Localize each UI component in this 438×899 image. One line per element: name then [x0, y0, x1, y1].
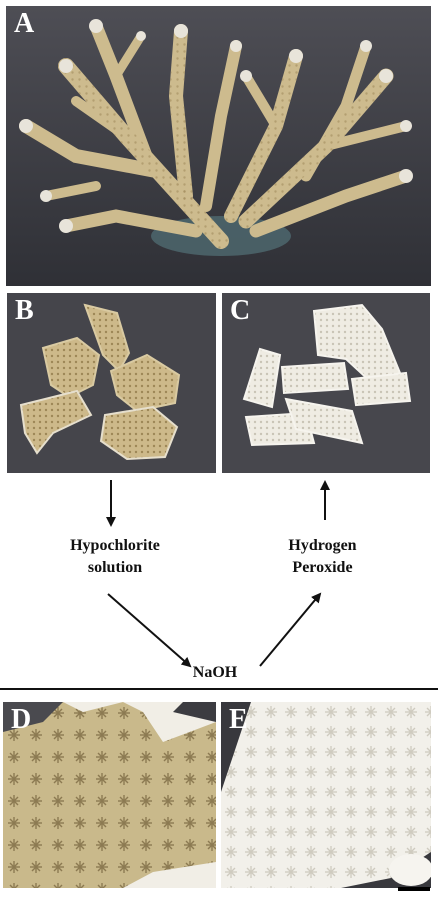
hypochlorite-step-label: Hypochlorite solution [40, 535, 190, 579]
peroxide-step-label: Hydrogen Peroxide [250, 535, 395, 579]
coral-branches-image [6, 6, 431, 286]
panel-label-c: C [230, 295, 251, 326]
process-flow-arrows [106, 480, 330, 668]
panel-d-raw-closeup-photo: D [3, 702, 216, 888]
panel-e-bleached-closeup-photo: E [221, 702, 431, 888]
hypochlorite-line-1: Hypochlorite [70, 537, 160, 554]
panel-c-bleached-fragments-photo: C [222, 293, 430, 473]
bleached-coral-fragments-image [222, 293, 430, 473]
raw-coral-closeup-image [3, 702, 216, 888]
bleached-coral-closeup-image [221, 702, 431, 888]
panel-label-a: A [14, 8, 35, 39]
peroxide-line-1: Hydrogen [288, 537, 357, 554]
naoh-step-label: NaOH [192, 664, 238, 681]
scale-bar [398, 887, 430, 891]
panel-label-d: D [11, 704, 32, 735]
panel-a-whole-coral-photo: A [6, 6, 431, 286]
panel-label-e: E [229, 704, 248, 735]
raw-coral-fragments-image [7, 293, 216, 473]
panel-b-raw-fragments-photo: B [7, 293, 216, 473]
hypochlorite-line-2: solution [87, 559, 143, 576]
arrow-to-naoh [107, 593, 192, 668]
arrow-to-peroxide [259, 592, 322, 667]
peroxide-line-2: Peroxide [292, 559, 353, 576]
panel-label-b: B [15, 295, 34, 326]
section-divider [0, 688, 438, 690]
